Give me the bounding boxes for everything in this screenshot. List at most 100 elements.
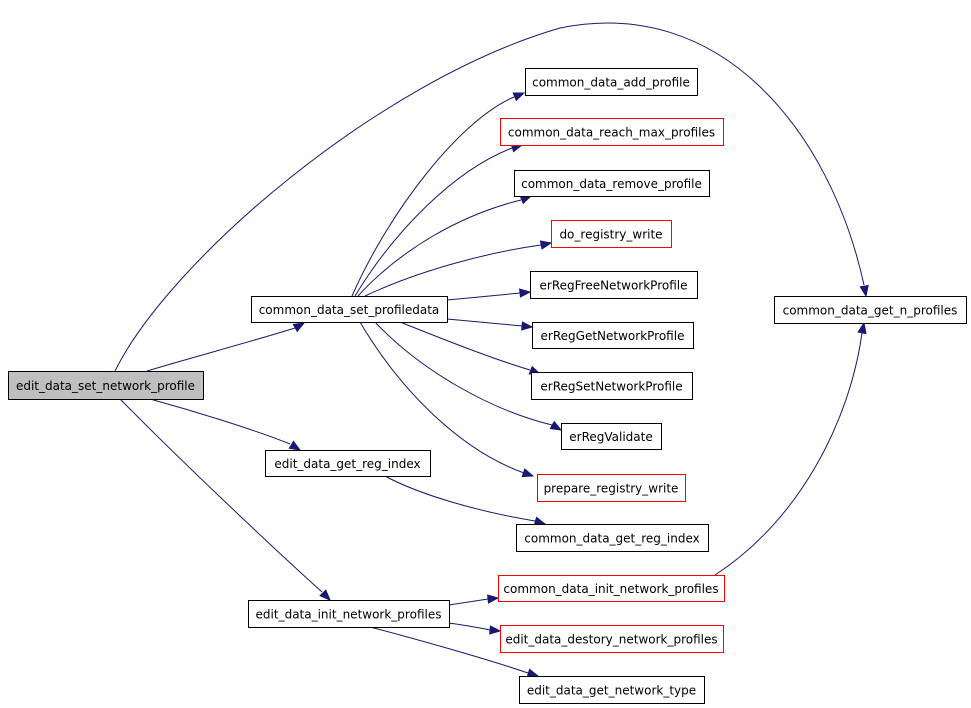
arrowhead-icon (288, 440, 302, 451)
node-edit_data_get_network_type[interactable]: edit_data_get_network_type (519, 676, 705, 704)
edge-common_data_set_profiledata-to-prepare_registry_write (359, 321, 535, 478)
node-label: erRegValidate (569, 430, 652, 444)
node-label: edit_data_get_network_type (527, 684, 696, 698)
edge-line (364, 244, 542, 297)
node-label: do_registry_write (559, 228, 662, 242)
edge-line (357, 199, 522, 297)
node-box (251, 296, 448, 323)
edge-common_data_set_profiledata-to-do_registry_write (364, 240, 553, 297)
node-box (500, 118, 724, 146)
node-common_data_set_profiledata[interactable]: common_data_set_profiledata (251, 296, 448, 323)
arrowhead-icon (521, 468, 535, 478)
edge-line (359, 321, 525, 474)
edge-edit_data_init_network_profiles-to-edit_data_destory_network_profiles (448, 622, 502, 635)
arrowhead-icon (526, 668, 540, 678)
node-box (519, 676, 705, 704)
node-box (500, 625, 724, 653)
node-edit_data_get_reg_index[interactable]: edit_data_get_reg_index (265, 450, 431, 477)
node-common_data_get_reg_index[interactable]: common_data_get_reg_index (516, 524, 709, 552)
arrowhead-icon (487, 594, 500, 604)
node-label: common_data_add_profile (532, 76, 690, 90)
edge-edit_data_set_network_profile-to-edit_data_get_reg_index (149, 398, 302, 451)
edge-line (446, 318, 523, 327)
node-box (516, 524, 709, 552)
node-label: erRegFreeNetworkProfile (540, 279, 688, 293)
node-do_registry_write[interactable]: do_registry_write (551, 220, 672, 248)
node-edit_data_destory_network_profiles[interactable]: edit_data_destory_network_profiles (500, 625, 724, 653)
node-box (498, 575, 725, 602)
node-common_data_init_network_profiles[interactable]: common_data_init_network_profiles (498, 575, 725, 602)
node-edit_data_init_network_profiles[interactable]: edit_data_init_network_profiles (248, 600, 450, 628)
edge-line (399, 321, 531, 371)
arrowhead-icon (489, 625, 502, 635)
node-prepare_registry_write[interactable]: prepare_registry_write (537, 474, 686, 502)
node-erRegSetNetworkProfile[interactable]: erRegSetNetworkProfile (531, 372, 693, 400)
node-box (530, 271, 698, 299)
edge-line (119, 398, 323, 593)
node-box (551, 220, 672, 248)
node-box (531, 372, 693, 400)
arrowhead-icon (539, 240, 553, 250)
edge-line (354, 147, 513, 297)
node-box (525, 68, 698, 96)
node-label: edit_data_set_network_profile (16, 379, 195, 393)
edge-line (384, 475, 536, 522)
edges-layer (114, 22, 869, 678)
arrowhead-icon (519, 288, 532, 298)
node-label: common_data_get_n_profiles (783, 304, 958, 318)
node-label: edit_data_get_reg_index (274, 457, 420, 471)
node-label: common_data_get_reg_index (524, 532, 700, 546)
arrowhead-icon (292, 322, 306, 333)
edge-line (448, 622, 491, 631)
arrowhead-icon (533, 516, 547, 526)
edge-line (714, 332, 863, 576)
node-label: erRegSetNetworkProfile (540, 380, 682, 394)
edge-line (146, 327, 296, 372)
node-common_data_remove_profile[interactable]: common_data_remove_profile (514, 170, 710, 197)
node-common_data_get_n_profiles[interactable]: common_data_get_n_profiles (774, 296, 967, 324)
node-erRegValidate[interactable]: erRegValidate (561, 423, 662, 450)
arrowhead-icon (319, 589, 331, 601)
node-label: erRegGetNetworkProfile (541, 329, 685, 343)
node-box (774, 296, 967, 324)
edge-common_data_set_profiledata-to-erRegSetNetworkProfile (399, 321, 542, 375)
node-box (265, 450, 431, 477)
edge-line (149, 398, 291, 445)
node-label: common_data_init_network_profiles (503, 582, 718, 596)
edge-edit_data_set_network_profile-to-common_data_set_profiledata (146, 322, 306, 372)
node-common_data_reach_max_profiles[interactable]: common_data_reach_max_profiles (500, 118, 724, 146)
node-box (514, 170, 710, 197)
edge-line (374, 321, 553, 426)
node-label: common_data_reach_max_profiles (508, 126, 715, 140)
node-erRegFreeNetworkProfile[interactable]: erRegFreeNetworkProfile (530, 271, 698, 299)
edge-line (446, 292, 521, 301)
edge-edit_data_init_network_profiles-to-common_data_init_network_profiles (448, 594, 500, 606)
arrowhead-icon (857, 321, 867, 335)
edge-common_data_init_network_profiles-to-common_data_get_n_profiles (714, 321, 867, 576)
edge-line (448, 598, 489, 606)
edge-common_data_set_profiledata-to-erRegGetNetworkProfile (446, 318, 534, 331)
node-common_data_add_profile[interactable]: common_data_add_profile (525, 68, 698, 96)
node-box (537, 474, 686, 502)
arrowhead-icon (521, 321, 534, 331)
node-box (248, 600, 450, 628)
edge-line (114, 22, 865, 372)
edge-common_data_set_profiledata-to-common_data_remove_profile (357, 195, 533, 297)
node-box (8, 371, 204, 400)
edge-common_data_set_profiledata-to-common_data_reach_max_profiles (354, 143, 524, 297)
node-box (532, 322, 694, 349)
edge-common_data_set_profiledata-to-common_data_add_profile (351, 92, 526, 297)
node-edit_data_set_network_profile[interactable]: edit_data_set_network_profile (8, 371, 204, 400)
arrowhead-icon (512, 92, 526, 102)
node-erRegGetNetworkProfile[interactable]: erRegGetNetworkProfile (532, 322, 694, 349)
node-label: prepare_registry_write (544, 482, 679, 496)
node-box (561, 423, 662, 450)
edge-line (351, 96, 515, 297)
arrowhead-icon (519, 195, 533, 205)
edge-common_data_set_profiledata-to-erRegFreeNetworkProfile (446, 288, 532, 301)
edge-line (369, 626, 529, 674)
edge-edit_data_set_network_profile-to-common_data_get_n_profiles (114, 22, 869, 372)
nodes-layer: edit_data_set_network_profile common_data… (8, 68, 967, 704)
edge-edit_data_get_reg_index-to-common_data_get_reg_index (384, 475, 547, 526)
